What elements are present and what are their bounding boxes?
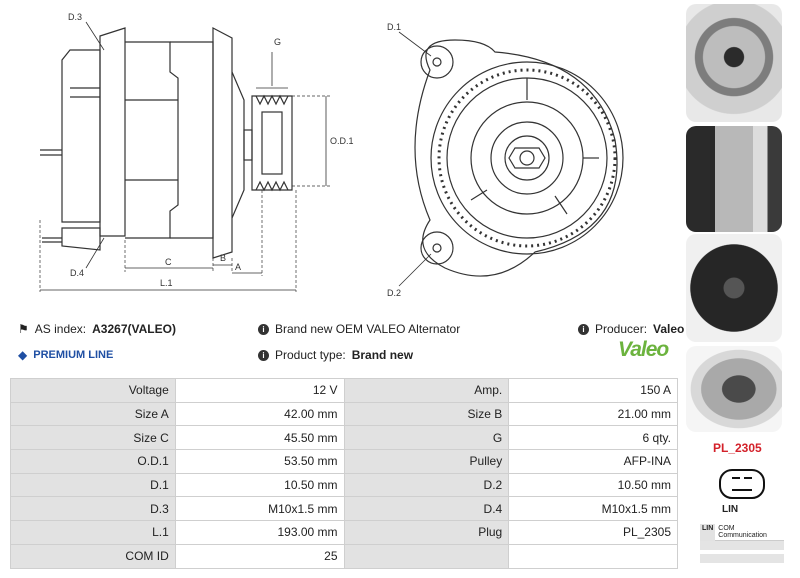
com-bar-1 (700, 541, 784, 550)
product-type-info: i Product type: Brand new (258, 348, 413, 362)
com-bar-2 (700, 554, 784, 563)
spec-value: PL_2305 (508, 520, 678, 545)
as-index-info: ⚑ AS index: A3267(VALEO) (18, 322, 176, 336)
spec-label: L.1 (10, 520, 176, 545)
label-d2: D.2 (387, 288, 401, 298)
producer-value: Valeo (653, 322, 685, 336)
spec-label: G (343, 425, 510, 451)
plug-connector-icon (719, 469, 765, 499)
product-type-label: Product type: (275, 348, 346, 362)
label-a: A (235, 262, 241, 272)
product-photo-side[interactable] (686, 126, 782, 232)
product-photo-rear[interactable] (686, 234, 782, 342)
spec-label: Voltage (10, 378, 176, 403)
spec-value: 193.00 mm (174, 520, 345, 545)
spec-label: D.2 (343, 472, 510, 498)
com-key: LIN (700, 524, 716, 541)
spec-value: 53.50 mm (174, 449, 345, 474)
spec-value: 6 qty. (508, 425, 678, 451)
product-photo-front[interactable] (686, 4, 782, 122)
label-g: G (274, 37, 281, 47)
spec-label (343, 543, 510, 569)
spec-value: 45.50 mm (174, 425, 345, 451)
spec-label: D.4 (343, 496, 510, 522)
spec-label: Plug (343, 520, 510, 545)
front-view-drawing: D.1 D.2 (387, 22, 624, 298)
plug-code: PL_2305 (713, 441, 762, 455)
product-photo-angle[interactable] (686, 346, 782, 432)
spec-label: Size B (343, 401, 510, 427)
producer-info: i Producer: Valeo (578, 322, 684, 336)
com-legend: LIN COM Communication (700, 524, 784, 541)
label-b: B (220, 253, 226, 263)
spec-label: D.3 (10, 496, 176, 522)
producer-label: Producer: (595, 322, 648, 336)
spec-value: 21.00 mm (508, 401, 678, 427)
spec-value: M10x1.5 mm (174, 496, 345, 522)
spec-value: M10x1.5 mm (508, 496, 678, 522)
label-d4: D.4 (70, 268, 84, 278)
spec-label: Pulley (343, 449, 510, 474)
valeo-logo: Valeo (618, 338, 669, 361)
spec-value: 12 V (174, 378, 345, 403)
info-icon: i (578, 323, 589, 335)
spec-value: 10.50 mm (174, 472, 345, 498)
label-l1: L.1 (160, 278, 173, 288)
tag-icon: ⚑ (18, 322, 29, 336)
spec-label: COM ID (10, 543, 176, 569)
description-info: i Brand new OEM VALEO Alternator (258, 322, 460, 336)
spec-value: 10.50 mm (508, 472, 678, 498)
label-od1: O.D.1 (330, 136, 354, 146)
spec-label: D.1 (10, 472, 176, 498)
spec-label: Size C (10, 425, 176, 451)
info-icon: i (258, 323, 269, 335)
connector-label: LIN (722, 504, 739, 515)
label-d1: D.1 (387, 22, 401, 32)
spec-value: 150 A (508, 378, 678, 403)
as-index-value: A3267(VALEO) (92, 322, 176, 336)
spec-label: Amp. (343, 378, 510, 403)
label-d3: D.3 (68, 12, 82, 22)
premium-line-badge: ◆ PREMIUM LINE (18, 348, 113, 362)
spec-value: AFP-INA (508, 449, 678, 474)
spec-value: 42.00 mm (174, 401, 345, 427)
as-index-label: AS index: (34, 322, 87, 336)
premium-line-label: PREMIUM LINE (33, 349, 114, 361)
product-type-value: Brand new (351, 348, 414, 362)
spec-label: O.D.1 (10, 449, 176, 474)
spec-value: 25 (174, 543, 345, 569)
label-c: C (165, 257, 172, 267)
com-text: COM Communication (715, 524, 784, 541)
description-text: Brand new OEM VALEO Alternator (275, 322, 461, 336)
spec-value (508, 543, 678, 569)
diamond-icon: ◆ (18, 348, 28, 362)
side-view-drawing: D.3 D.4 G O.D.1 C B A L.1 (39, 12, 354, 292)
spec-label: Size A (10, 401, 176, 427)
info-icon: i (258, 349, 269, 361)
